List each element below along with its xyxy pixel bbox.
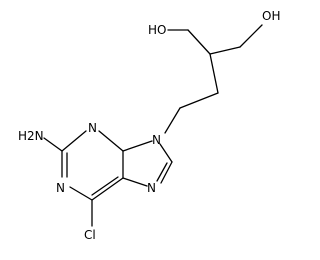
oh-right-label: OH xyxy=(262,9,280,23)
bond-n9-c8 xyxy=(159,143,173,163)
bond-c8-n7-inner xyxy=(156,162,168,182)
n7-label: N xyxy=(147,181,156,195)
molecule-structure: HO OH H2N N N N N Cl xyxy=(18,9,280,242)
bond-c2-nh2 xyxy=(43,137,63,152)
bond-c4-c5 xyxy=(179,92,219,109)
structure-canvas: HO OH H2N N N N N Cl xyxy=(18,9,280,242)
bond-c8-n7 xyxy=(160,161,173,184)
n3-label: N xyxy=(88,121,97,135)
bond-n3-c4 xyxy=(98,130,124,152)
bond-c2-c3 xyxy=(209,46,241,55)
oh-left-label: HO xyxy=(148,23,166,37)
bond-n7-c5 xyxy=(122,177,148,187)
bond-c6-c6-inner xyxy=(91,176,119,196)
bond-c5-c6 xyxy=(91,177,124,201)
n1-label: N xyxy=(56,181,65,195)
n9-label: N xyxy=(152,133,161,147)
chlorine-label: Cl xyxy=(84,228,96,242)
bond-c4-n9 xyxy=(122,140,153,152)
bond-c5-n9 xyxy=(164,107,181,134)
bond-c1-c2 xyxy=(187,29,211,55)
bond-c3-ohr xyxy=(239,24,263,48)
bond-c6-n1 xyxy=(69,186,93,201)
amine-label: H2N xyxy=(18,129,44,143)
bond-c2-c4 xyxy=(209,53,219,94)
bond-c2-n3 xyxy=(61,130,87,152)
